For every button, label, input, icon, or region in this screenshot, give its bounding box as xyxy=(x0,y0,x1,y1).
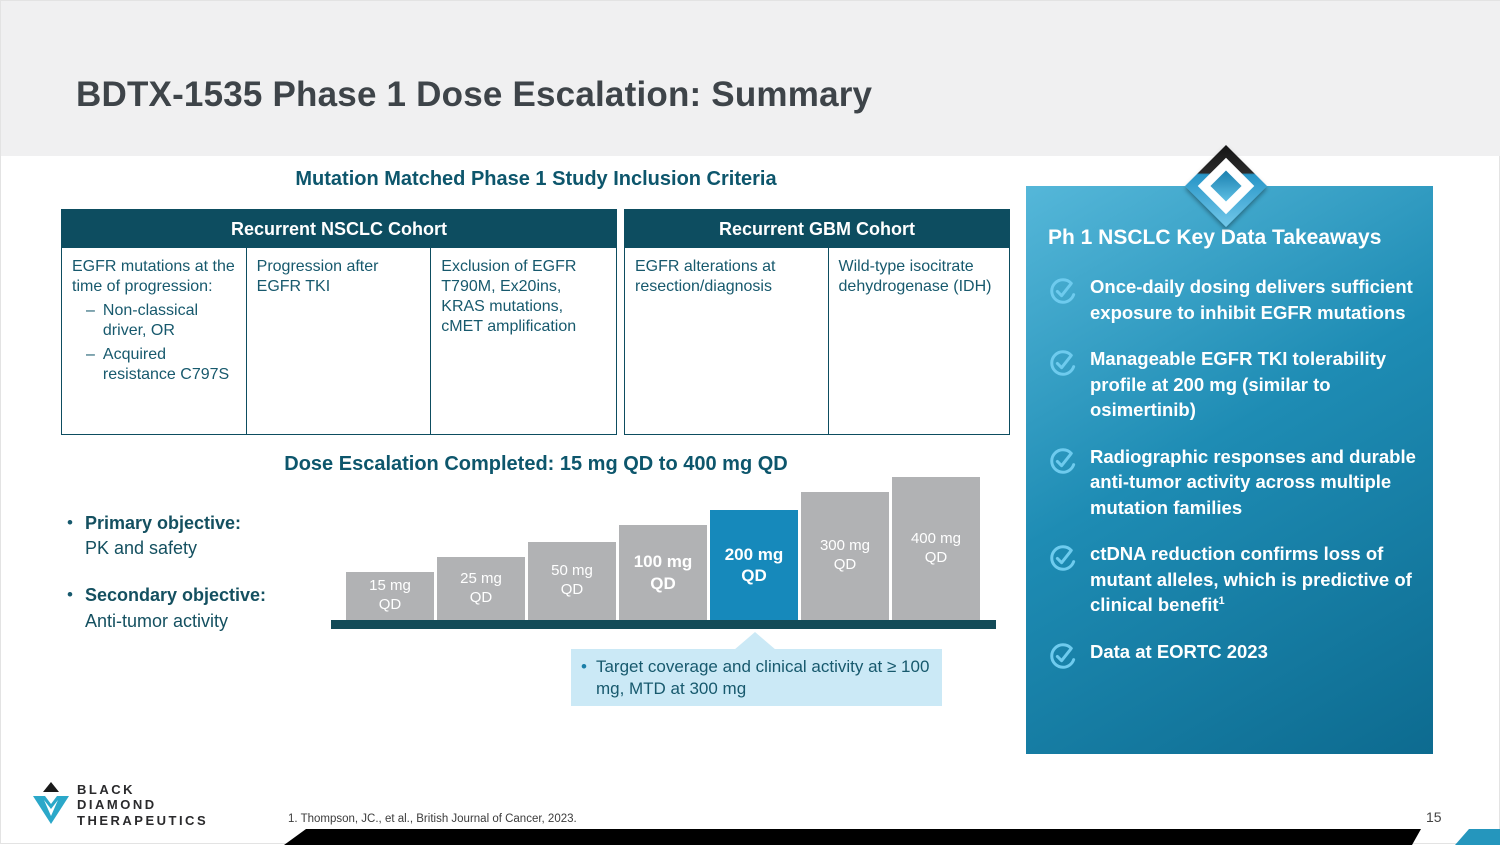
check-circle-icon xyxy=(1048,346,1090,423)
gbm-table-body: EGFR alterations at resection/diagnosis … xyxy=(625,248,1009,435)
bar-100mg: 100 mg QD xyxy=(619,525,707,620)
company-name: BLACK DIAMOND THERAPEUTICS xyxy=(77,782,209,828)
check-circle-icon xyxy=(1048,639,1090,676)
primary-objective-label: Primary objective: xyxy=(84,513,242,533)
dose-callout-box: Target coverage and clinical activity at… xyxy=(571,649,942,706)
objectives-list: Primary objective: PK and safety Seconda… xyxy=(67,511,347,656)
chart-baseline xyxy=(331,620,996,629)
bar-15mg: 15 mg QD xyxy=(346,572,434,620)
primary-objective-detail: PK and safety xyxy=(84,538,198,559)
secondary-objective: Secondary objective: Anti-tumor activity xyxy=(67,583,347,633)
bar-200mg-highlighted: 200 mg QD xyxy=(710,510,798,620)
check-circle-icon xyxy=(1048,444,1090,521)
takeaway-item: Data at EORTC 2023 xyxy=(1048,639,1416,676)
nsclc-cell-progression: Progression after EGFR TKI xyxy=(247,248,432,435)
bar-25mg: 25 mg QD xyxy=(437,557,525,620)
secondary-objective-detail: Anti-tumor activity xyxy=(84,610,228,631)
nsclc-cell-exclusion: Exclusion of EGFR T790M, Ex20ins, KRAS m… xyxy=(441,258,577,335)
slide-title: BDTX-1535 Phase 1 Dose Escalation: Summa… xyxy=(76,75,873,114)
secondary-objective-label: Secondary objective: xyxy=(84,585,267,606)
takeaways-list: Once-daily dosing delivers sufficient ex… xyxy=(1048,274,1416,697)
dose-callout-text: Target coverage and clinical activity at… xyxy=(595,657,930,699)
nsclc-table-header: Recurrent NSCLC Cohort xyxy=(62,210,616,248)
nsclc-mutation-list: Non-classical driver, OR Acquired resist… xyxy=(72,301,236,385)
gbm-cell-alterations: EGFR alterations at resection/diagnosis xyxy=(625,248,829,435)
bottom-black-bar xyxy=(284,829,1421,845)
takeaway-item: Manageable EGFR TKI tolerability profile… xyxy=(1048,346,1416,423)
primary-objective: Primary objective: PK and safety xyxy=(67,511,347,561)
bottom-teal-bar xyxy=(1455,829,1500,845)
bar-300mg: 300 mg QD xyxy=(801,492,889,620)
nsclc-cohort-table: Recurrent NSCLC Cohort EGFR mutations at… xyxy=(61,209,617,435)
nsclc-cell-mutations-intro: EGFR mutations at the time of progressio… xyxy=(72,258,235,295)
list-item: Acquired resistance C797S xyxy=(86,345,236,385)
nsclc-table-body: EGFR mutations at the time of progressio… xyxy=(62,248,616,435)
callout-pointer xyxy=(734,632,776,650)
check-circle-icon xyxy=(1048,541,1090,618)
gbm-cohort-table: Recurrent GBM Cohort EGFR alterations at… xyxy=(624,209,1010,435)
takeaway-item: Once-daily dosing delivers sufficient ex… xyxy=(1048,274,1416,325)
nsclc-cell-mutations: EGFR mutations at the time of progressio… xyxy=(62,248,247,435)
page-number: 15 xyxy=(1426,809,1442,825)
takeaway-item: ctDNA reduction confirms loss of mutant … xyxy=(1048,541,1416,618)
dose-escalation-heading: Dose Escalation Completed: 15 mg QD to 4… xyxy=(284,453,788,475)
list-item: Non-classical driver, OR xyxy=(86,301,236,341)
header-band xyxy=(1,1,1500,156)
check-circle-icon xyxy=(1048,274,1090,325)
bar-50mg: 50 mg QD xyxy=(528,542,616,620)
gbm-cell-idh: Wild-type isocitrate dehydrogenase (IDH) xyxy=(838,258,992,295)
takeaway-item: Radiographic responses and durable anti-… xyxy=(1048,444,1416,521)
dose-escalation-bar-chart: 15 mg QD 25 mg QD 50 mg QD 100 mg QD 200… xyxy=(331,463,996,629)
black-diamond-logo-icon xyxy=(31,780,71,835)
inclusion-heading: Mutation Matched Phase 1 Study Inclusion… xyxy=(295,168,777,190)
gbm-table-header: Recurrent GBM Cohort xyxy=(625,210,1009,248)
bar-400mg: 400 mg QD xyxy=(892,477,980,620)
takeaways-panel: Ph 1 NSCLC Key Data Takeaways Once-daily… xyxy=(1026,186,1433,754)
footnote-citation: 1. Thompson, JC., et al., British Journa… xyxy=(288,813,577,825)
takeaways-title: Ph 1 NSCLC Key Data Takeaways xyxy=(1048,226,1382,249)
